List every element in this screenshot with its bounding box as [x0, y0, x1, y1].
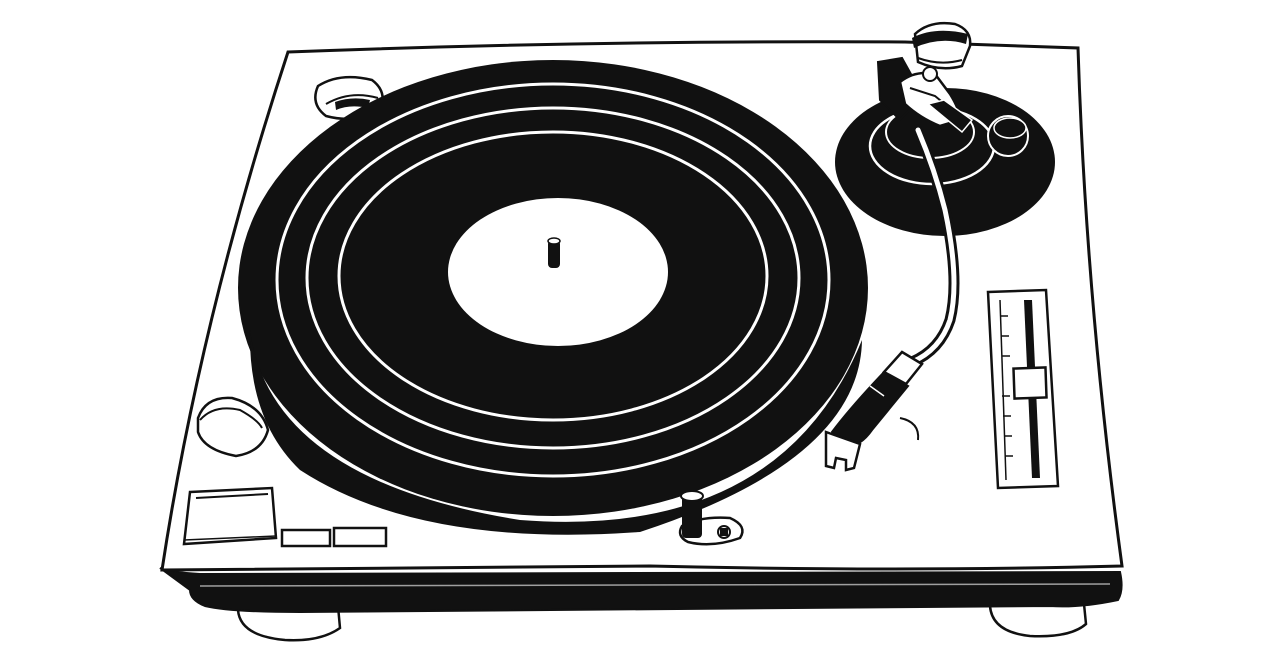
start-stop-button[interactable]	[182, 486, 278, 546]
record-label	[448, 198, 668, 346]
plinth-base-band	[159, 567, 1123, 614]
tonearm-highlight	[909, 127, 957, 365]
speed-buttons	[280, 526, 388, 548]
foot-left	[236, 604, 342, 642]
groove-ring-2	[305, 106, 801, 450]
speed-45-button[interactable]	[332, 526, 388, 548]
pitch-scale-ticks	[1000, 315, 1013, 457]
power-knob[interactable]	[196, 396, 270, 458]
groove-ring-3	[337, 130, 769, 422]
target-light[interactable]	[678, 490, 744, 546]
plinth-base-highlight	[199, 583, 1111, 587]
finger-lift[interactable]	[899, 417, 920, 441]
vinyl-record	[238, 60, 868, 535]
pitch-slider[interactable]	[986, 288, 1060, 490]
headshell[interactable]	[824, 350, 924, 472]
groove-ring-1	[275, 82, 831, 478]
tonearm-pivot	[876, 56, 974, 134]
tonearm-base	[835, 88, 1055, 236]
center-spindle	[547, 237, 561, 268]
counterweight[interactable]	[912, 21, 972, 70]
foot-right	[988, 602, 1088, 638]
anti-skate-knob[interactable]	[987, 115, 1029, 157]
pitch-slider-handle[interactable]	[1012, 366, 1048, 400]
speed-33-button[interactable]	[280, 528, 332, 548]
turntable-feet	[236, 602, 1088, 642]
